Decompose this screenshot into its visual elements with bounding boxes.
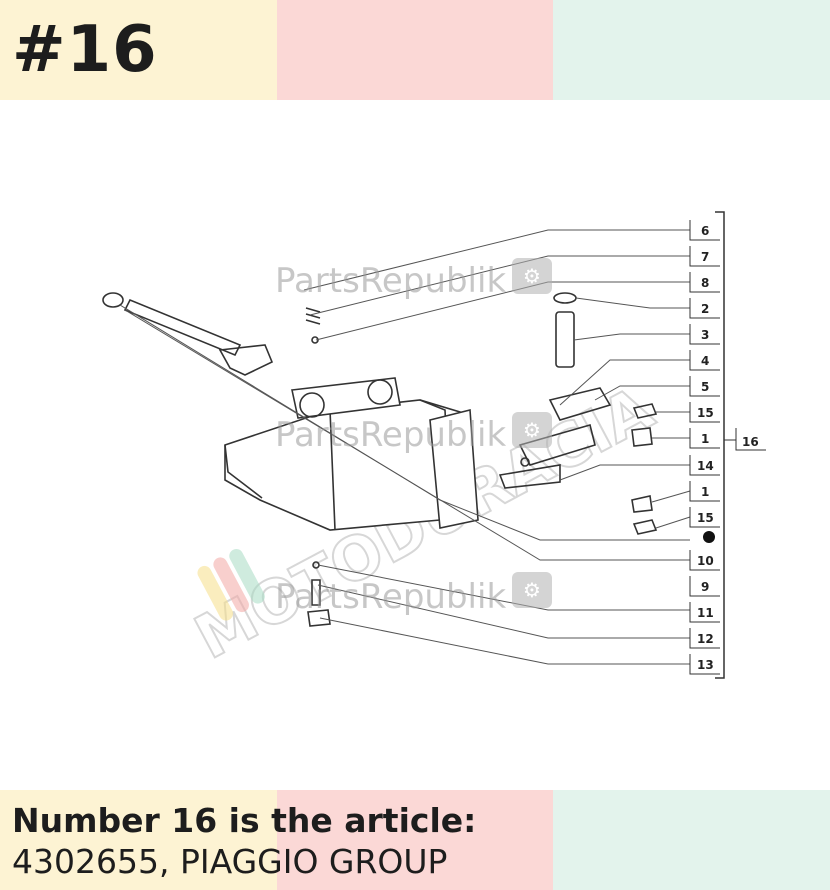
gear-icon: ⚙: [523, 578, 541, 602]
callout-12: 12: [689, 628, 720, 649]
leader-lines: [119, 229, 691, 665]
watermark-brand-top: PartsRepublik ⚙: [275, 258, 552, 301]
gear-icon: ⚙: [523, 418, 541, 442]
watermark-brand-bottom: PartsRepublik ⚙: [275, 572, 552, 617]
callout-4: 4: [689, 350, 720, 371]
callout-14: 14: [689, 455, 720, 476]
callout-11: 11: [689, 602, 720, 623]
svg-text:15: 15: [697, 511, 714, 525]
band-yellow: [0, 0, 277, 100]
svg-text:1: 1: [701, 485, 709, 499]
svg-text:PartsRepublik: PartsRepublik: [275, 261, 506, 301]
svg-text:11: 11: [697, 606, 714, 620]
parts-line-art: [102, 292, 658, 627]
exploded-parts-diagram: MOTODURACIA: [102, 211, 766, 679]
svg-text:12: 12: [697, 632, 714, 646]
svg-text:6: 6: [701, 224, 709, 238]
svg-text:14: 14: [697, 459, 714, 473]
svg-text:5: 5: [701, 380, 709, 394]
part-number-badge: #16: [12, 13, 158, 87]
band-green: [553, 790, 830, 890]
svg-text:3: 3: [701, 328, 709, 342]
band-yellow: [0, 790, 277, 890]
svg-text:PartsRepublik: PartsRepublik: [275, 415, 506, 455]
callout-2: 2: [689, 298, 720, 319]
reference-dot: [703, 531, 715, 543]
callout-list: 6 7 8 2 3 4 5 15 1 14 1 15 10 9 11 12 13: [689, 220, 720, 675]
band-green: [553, 0, 830, 100]
callout-8: 8: [689, 272, 720, 293]
callout-10: 10: [689, 550, 720, 571]
article-caption: Number 16 is the article: 4302655, PIAGG…: [12, 800, 476, 882]
svg-text:1: 1: [701, 432, 709, 446]
svg-text:10: 10: [697, 554, 714, 568]
watermark-brand-middle: PartsRepublik ⚙: [275, 412, 552, 455]
callout-6: 6: [689, 220, 720, 241]
band-pink: [277, 0, 553, 100]
svg-text:4: 4: [701, 354, 709, 368]
watermark-stripes: [197, 548, 265, 621]
bottom-color-band: [0, 790, 830, 890]
callout-3: 3: [689, 324, 720, 345]
gear-icon: ⚙: [523, 264, 541, 288]
callout-5: 5: [689, 376, 720, 397]
svg-text:7: 7: [701, 250, 709, 264]
callout-7: 7: [689, 246, 720, 267]
group-bracket: 16: [715, 211, 766, 679]
caption-title: Number 16 is the article:: [12, 801, 477, 840]
svg-text:2: 2: [701, 302, 709, 316]
svg-text:9: 9: [701, 580, 709, 594]
group-label: 16: [742, 435, 759, 449]
callout-15-top: 15: [689, 402, 720, 423]
callout-1-top: 1: [689, 428, 720, 449]
callout-15-bottom: 15: [689, 507, 720, 528]
callout-13: 13: [689, 654, 720, 675]
svg-text:15: 15: [697, 406, 714, 420]
o-ring-shape: [102, 292, 124, 308]
top-color-band: [0, 0, 830, 100]
svg-text:8: 8: [701, 276, 709, 290]
callout-9: 9: [689, 576, 720, 597]
band-pink: [277, 790, 553, 890]
caption-article: 4302655, PIAGGIO GROUP: [12, 842, 448, 881]
svg-text:13: 13: [697, 658, 714, 672]
callout-1-bottom: 1: [689, 481, 720, 502]
svg-text:PartsRepublik: PartsRepublik: [275, 577, 506, 617]
